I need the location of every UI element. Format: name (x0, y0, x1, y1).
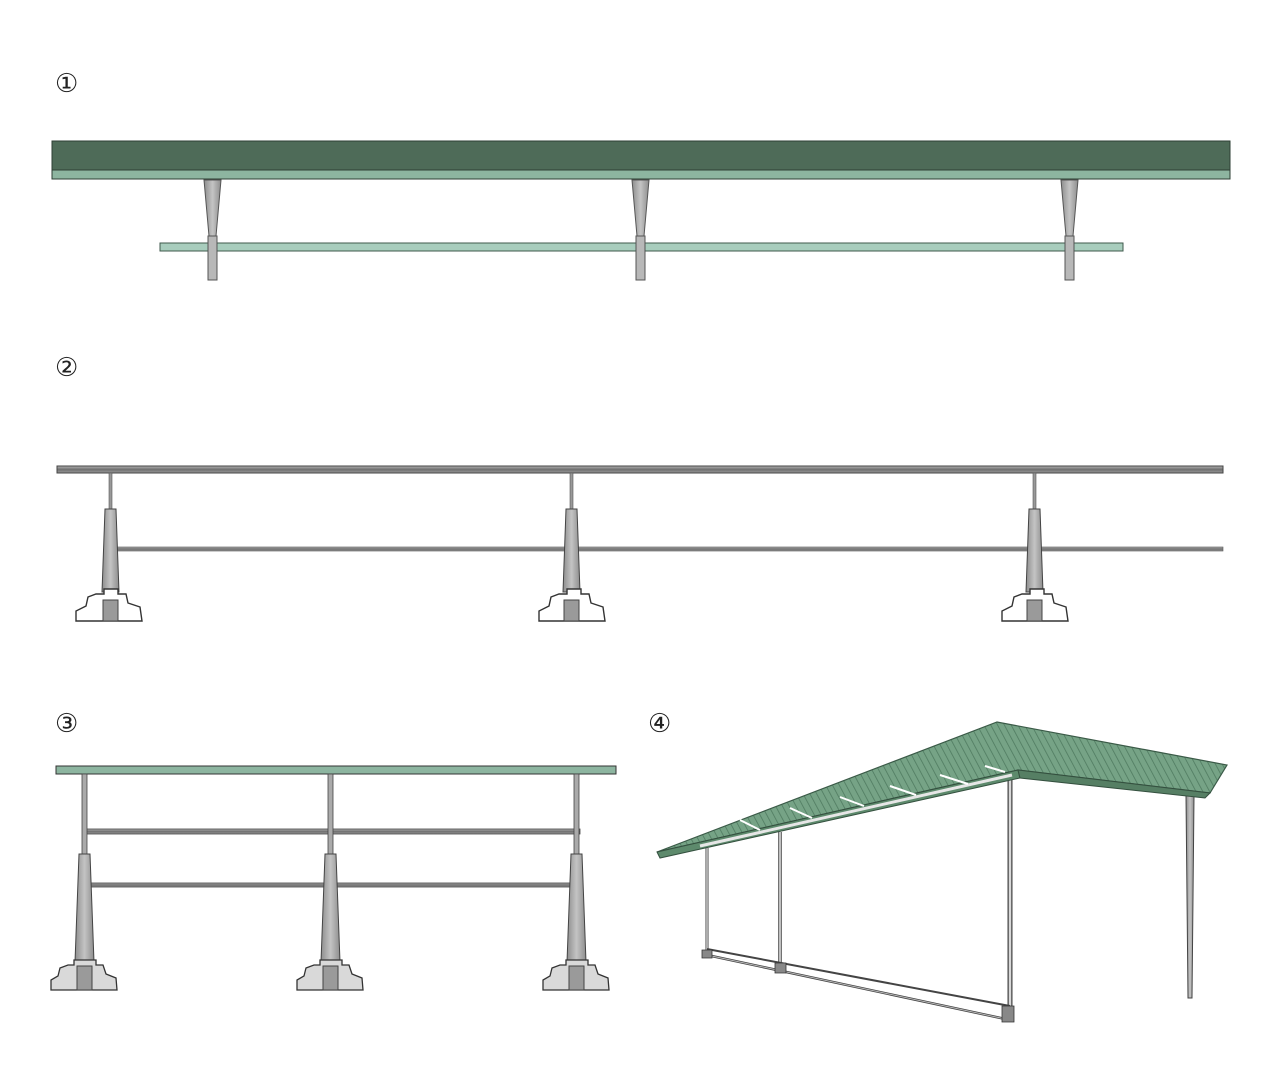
post-with-base-1 (75, 472, 143, 622)
post-with-base-3 (542, 773, 610, 991)
top-rail (55, 765, 617, 775)
bracket-post-right (1060, 179, 1079, 281)
view-2-label: ② (55, 353, 78, 383)
bracket-post-left (203, 179, 222, 281)
top-rail (56, 465, 1224, 474)
post-with-base-2 (296, 773, 364, 991)
post-with-base-3 (1001, 472, 1069, 622)
view-3-label: ③ (55, 709, 78, 739)
iso-frame (701, 772, 1195, 1023)
post-with-base-2 (538, 472, 606, 622)
view-1-label: ① (55, 69, 78, 99)
view-4: ④ (648, 709, 1228, 1023)
mid-rail (112, 546, 1224, 552)
canopy-roof-panel (51, 140, 1231, 180)
iso-roof (656, 721, 1228, 859)
bracket-post-middle (631, 179, 650, 281)
post-with-base-1 (50, 773, 118, 991)
view-2: ② (55, 353, 1224, 622)
view-3: ③ (50, 709, 617, 991)
view-1: ① (51, 69, 1231, 281)
view-4-label: ④ (648, 709, 671, 739)
